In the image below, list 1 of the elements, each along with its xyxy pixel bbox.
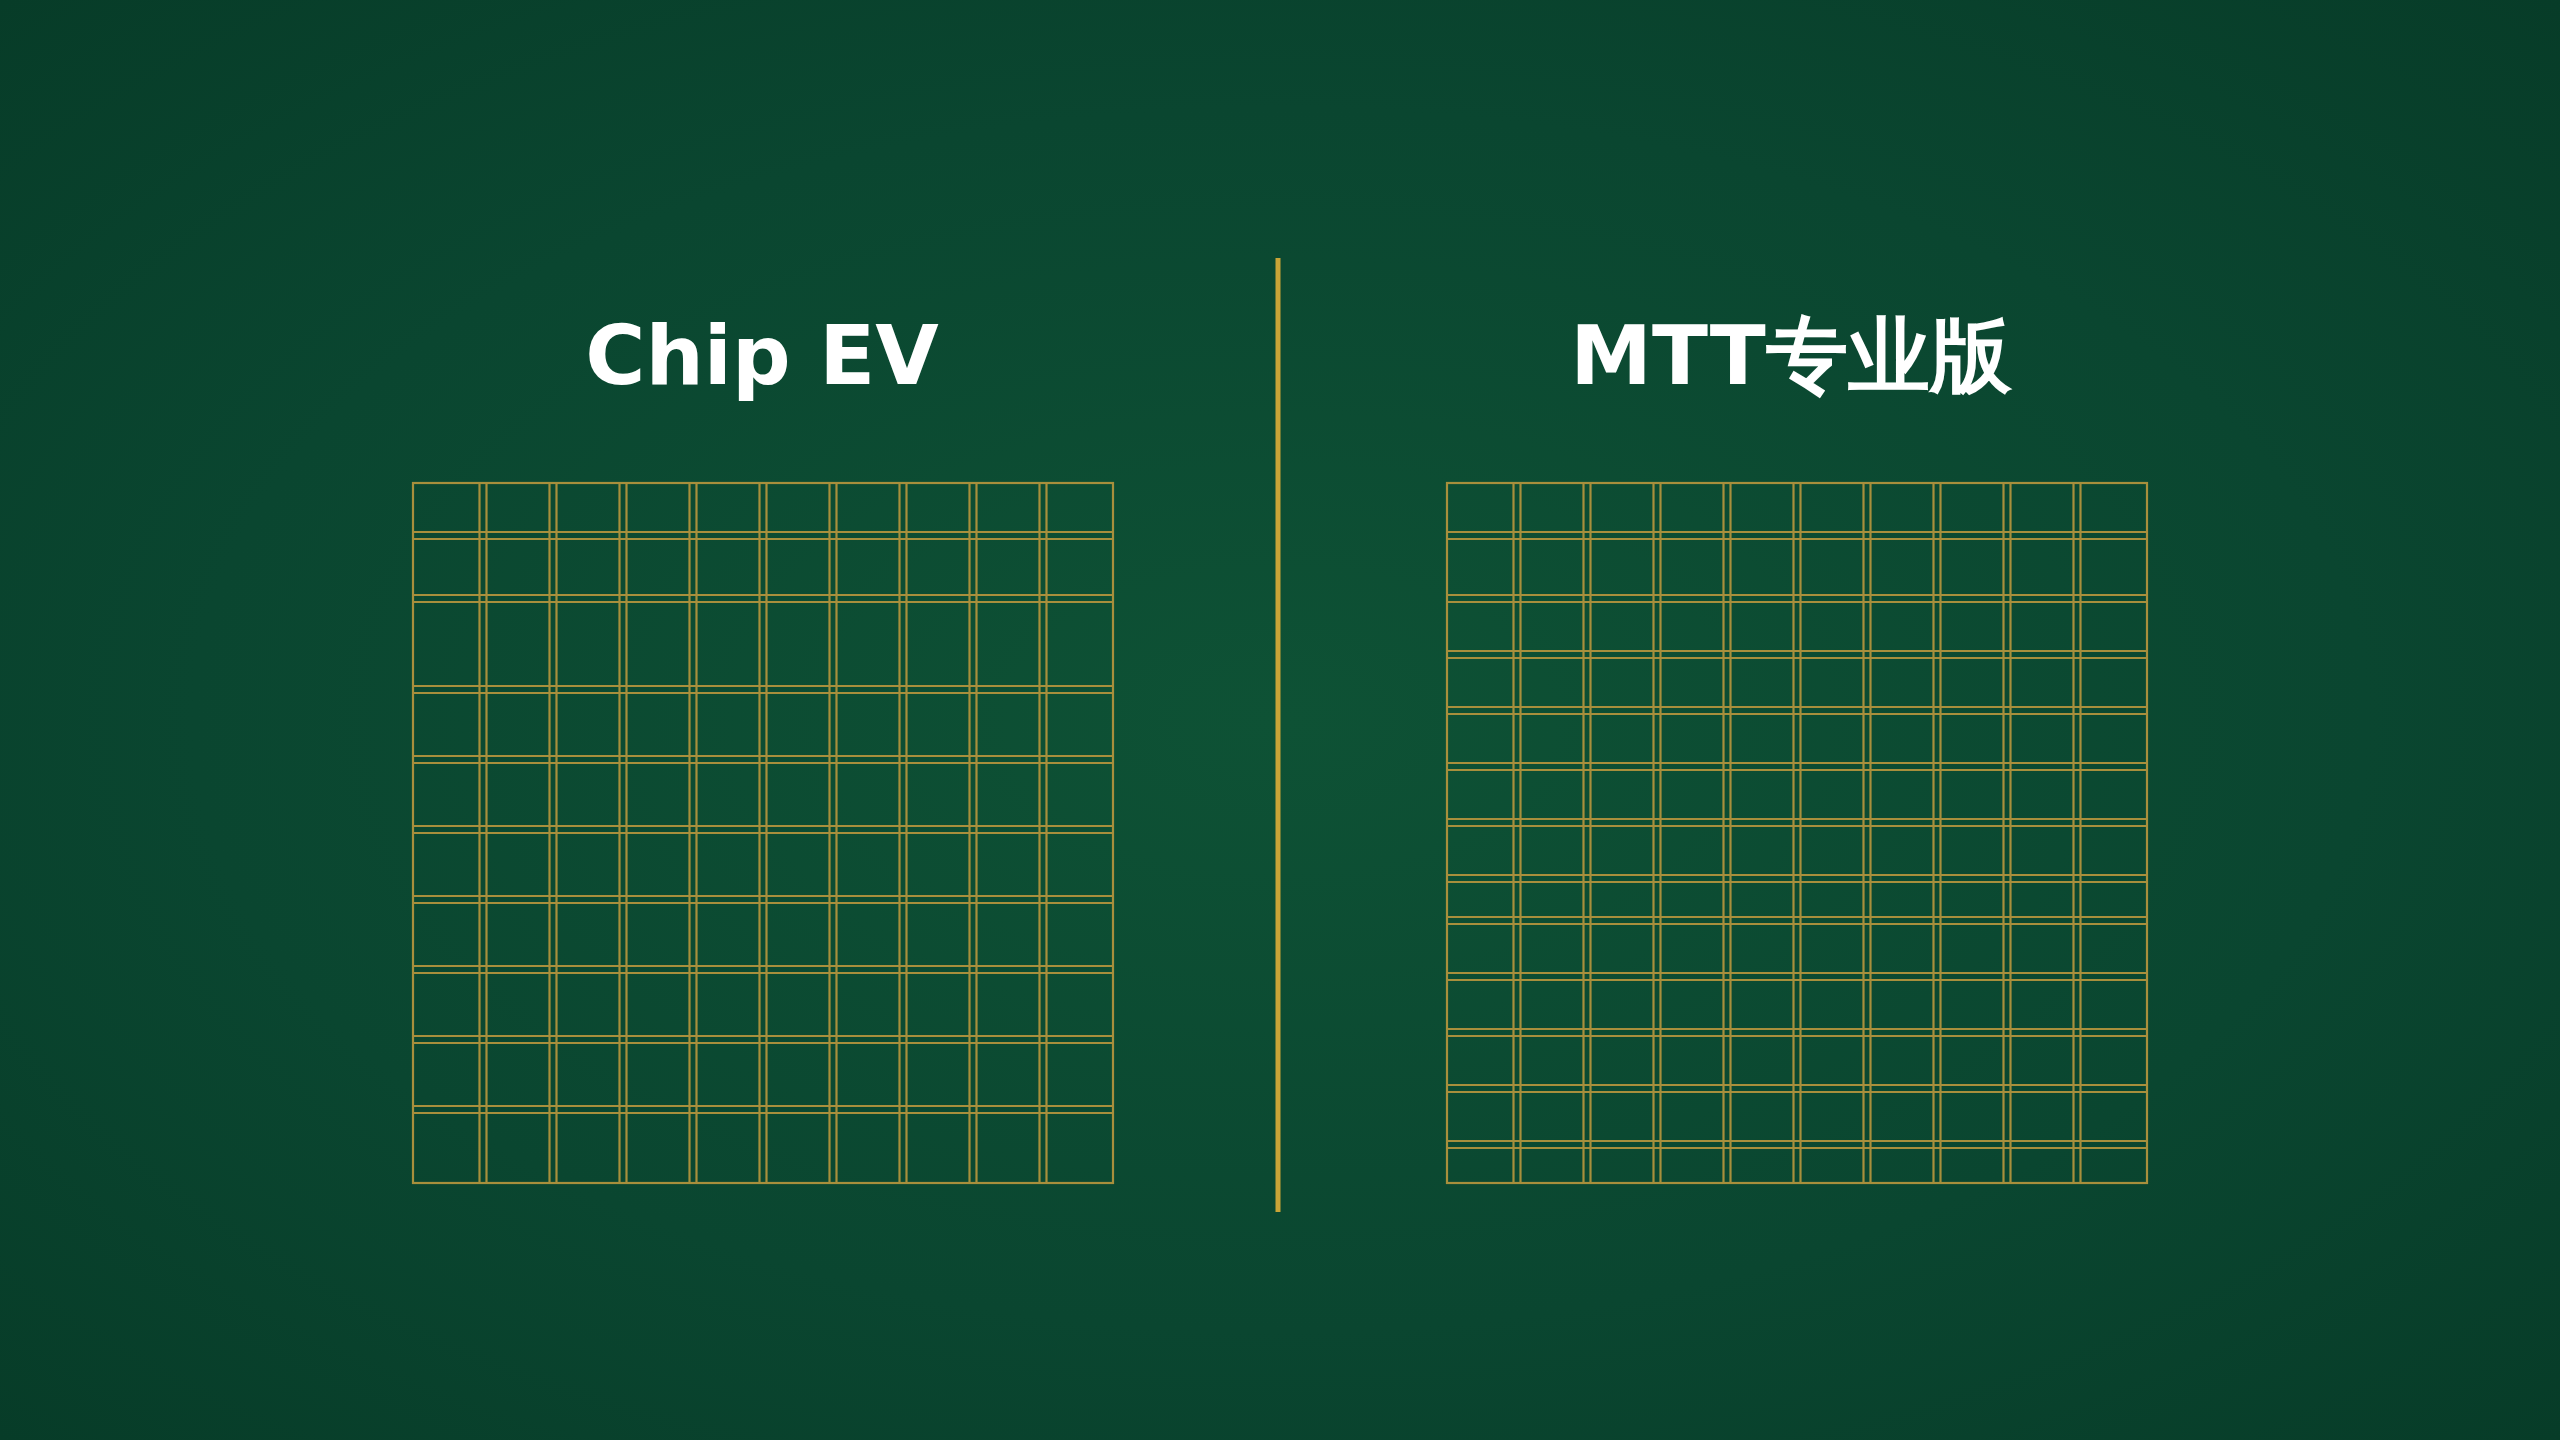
panel-title: MTT专业版 — [1570, 315, 2012, 397]
